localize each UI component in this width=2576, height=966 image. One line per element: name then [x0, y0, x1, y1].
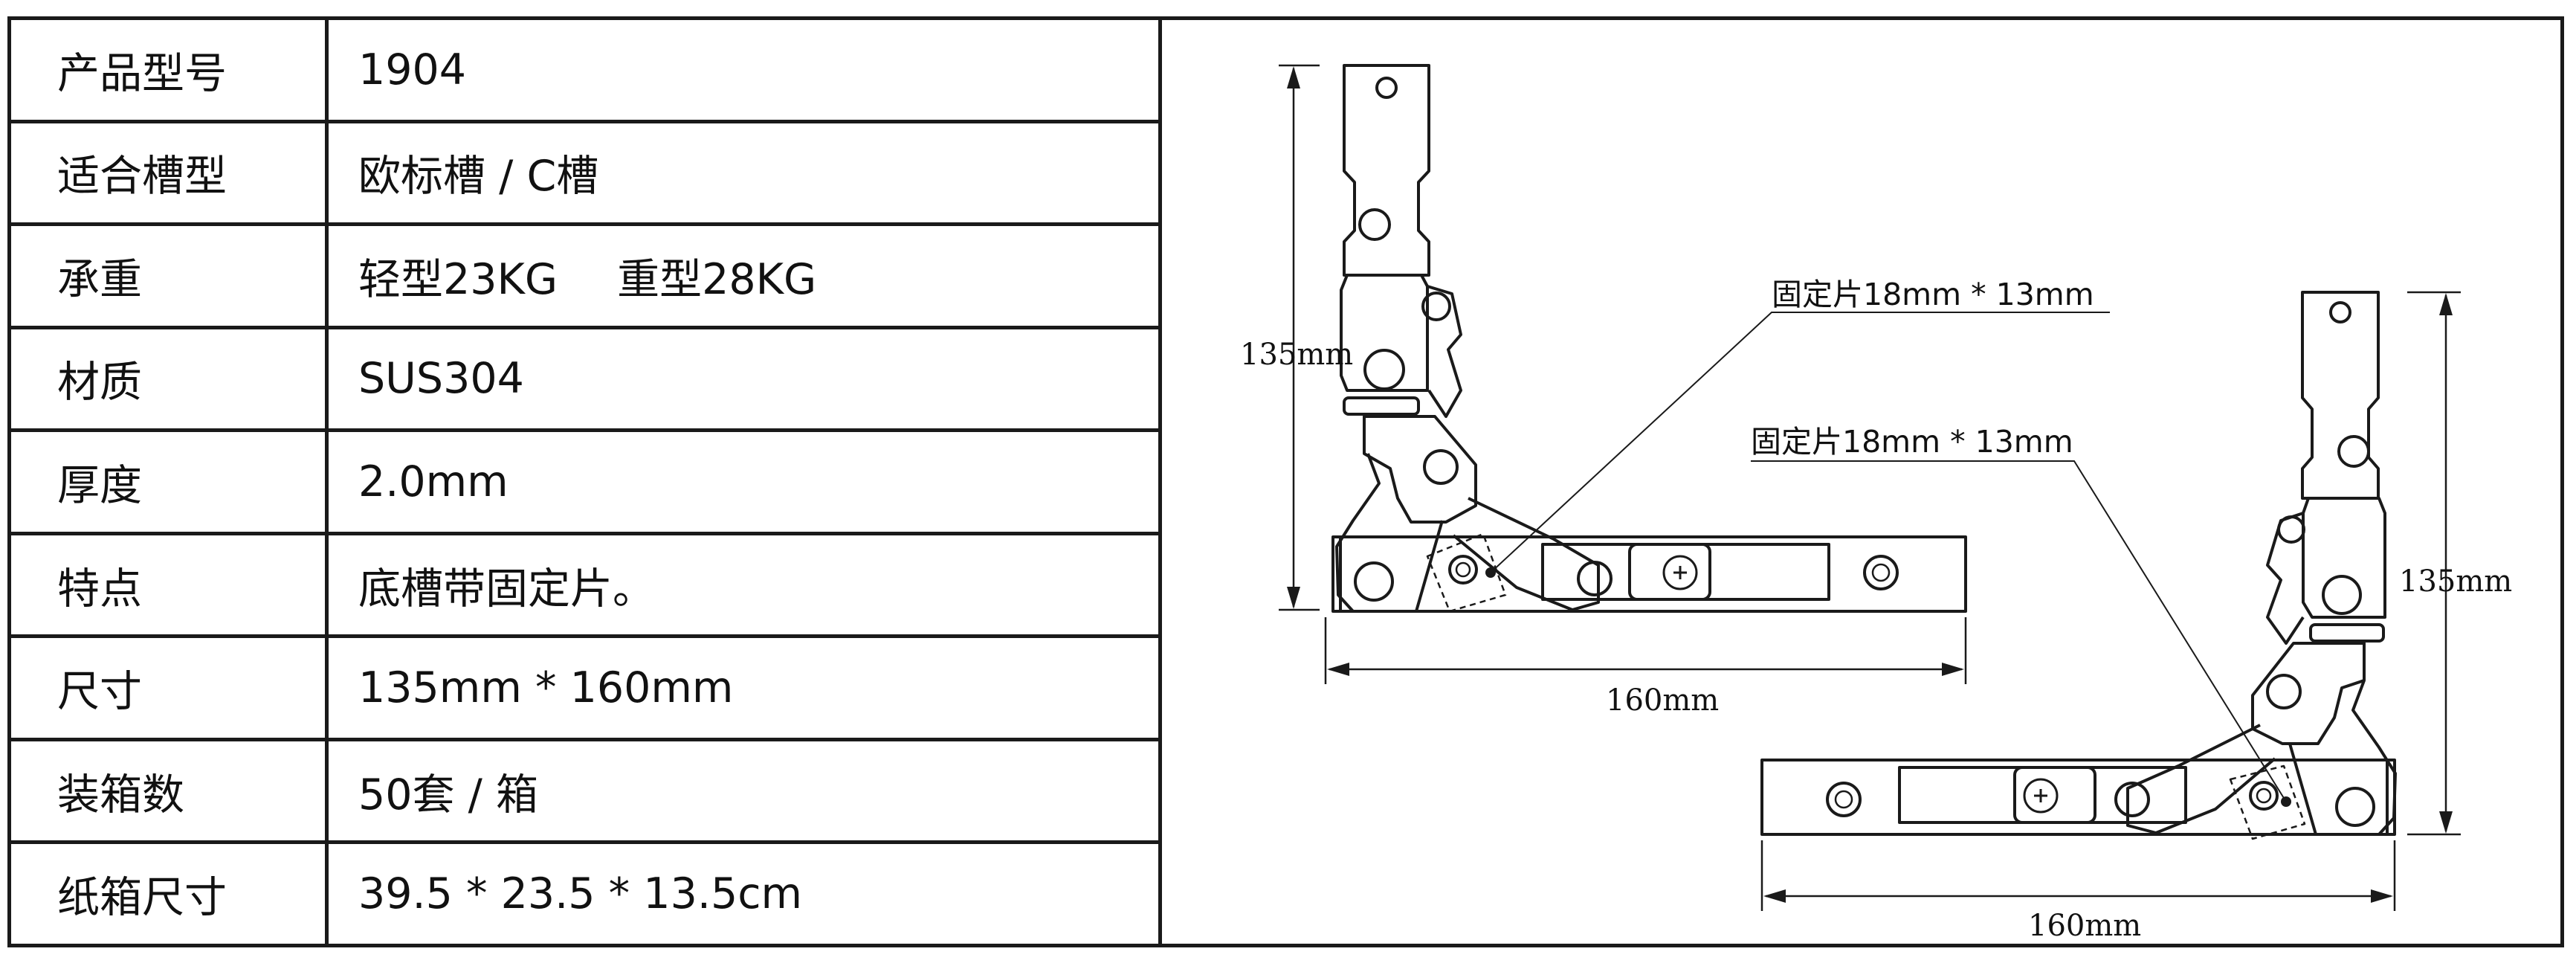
right-slider [2013, 766, 2096, 824]
spec-row-packing: 装箱数 50套 / 箱 [7, 737, 1162, 845]
spec-label: 装箱数 [7, 737, 329, 845]
left-top-arm [1343, 64, 1430, 277]
spec-value: 底槽带固定片。 [325, 531, 1162, 639]
spec-value: 50套 / 箱 [325, 737, 1162, 845]
left-slot-hole [1375, 77, 1398, 99]
spec-value: 39.5 * 23.5 * 13.5cm [325, 840, 1162, 947]
right-swing-pivot [2266, 674, 2302, 709]
right-dashed-fixing-plate [2229, 764, 2306, 840]
right-lower-pivot [2335, 787, 2375, 827]
right-height-dimension [2407, 291, 2461, 836]
left-hinge [1331, 64, 1967, 613]
spec-row-size: 尺寸 135mm * 160mm [7, 634, 1162, 741]
spec-value: SUS304 [325, 325, 1162, 433]
left-height-dimension [1279, 64, 1320, 611]
spec-row-carton-size: 纸箱尺寸 39.5 * 23.5 * 13.5cm [7, 840, 1162, 947]
spec-value: 135mm * 160mm [325, 634, 1162, 741]
left-fixing-plate-callout: 固定片18mm * 13mm [1772, 277, 2094, 312]
spec-row-material: 材质 SUS304 [7, 325, 1162, 433]
left-lower-pivot [1354, 561, 1394, 602]
left-link-pin [1577, 561, 1613, 596]
left-dashed-fixing-plate [1426, 532, 1507, 613]
spec-value-pair: 轻型23KG 重型28KG [325, 222, 1162, 329]
spec-label: 材质 [7, 325, 329, 433]
right-callout-leader [1751, 460, 2287, 802]
right-hinge [1760, 291, 2397, 840]
spec-row-model: 产品型号 1904 [7, 16, 1162, 123]
right-end-hole [1826, 782, 1862, 817]
right-swing-arm [2251, 642, 2366, 745]
right-width-label: 160mm [2028, 909, 2141, 943]
right-link [2126, 724, 2276, 834]
right-base-channel [1760, 759, 2396, 836]
spec-value: 2.0mm [325, 428, 1162, 535]
left-swing-pivot [1423, 449, 1459, 485]
spec-label: 承重 [7, 222, 329, 329]
left-base-channel [1331, 535, 1967, 613]
spec-value: 欧标槽 / C槽 [325, 119, 1162, 227]
right-arm-body [2302, 497, 2386, 619]
left-slider [1628, 543, 1711, 601]
left-link [1452, 497, 1600, 611]
spec-value: 1904 [325, 16, 1162, 123]
left-arm-body [1340, 274, 1429, 392]
left-swing-arm [1363, 415, 1477, 524]
technical-drawing-panel: 135mm 160mm 固定片18mm * 13mm [1158, 16, 2564, 947]
left-width-dimension [1324, 617, 1967, 684]
left-end-hole [1863, 555, 1899, 590]
left-folded-plate [1427, 285, 1462, 418]
spec-label: 产品型号 [7, 16, 329, 123]
left-collar [1343, 396, 1420, 416]
left-height-label: 135mm [1240, 338, 1353, 372]
right-arm-hole [2337, 435, 2370, 468]
left-arm-pivot [1363, 349, 1405, 390]
spec-value-heavy: 重型28KG [617, 254, 817, 304]
right-fixing-plate-callout: 固定片18mm * 13mm [1751, 424, 2073, 460]
left-arm-hole [1358, 208, 1391, 241]
spec-row-load: 承重 轻型23KG 重型28KG [7, 222, 1162, 329]
left-width-label: 160mm [1606, 683, 1719, 718]
spec-label: 厚度 [7, 428, 329, 535]
spec-row-slot-type: 适合槽型 欧标槽 / C槽 [7, 119, 1162, 227]
right-folded-plate [2266, 512, 2305, 645]
left-plate-rivet [1421, 292, 1451, 321]
right-width-dimension [1760, 840, 2396, 911]
spec-label: 尺寸 [7, 634, 329, 741]
right-lower-bracket [2288, 680, 2397, 836]
right-arm-pivot [2322, 575, 2362, 615]
right-height-label: 135mm [2399, 564, 2512, 599]
right-collar [2309, 623, 2385, 643]
spec-row-thickness: 厚度 2.0mm [7, 428, 1162, 535]
spec-value-light: 轻型23KG [358, 254, 558, 304]
spec-label: 适合槽型 [7, 119, 329, 227]
left-screw-head [1662, 555, 1698, 590]
right-plate-rivet [2277, 515, 2305, 544]
spec-label: 特点 [7, 531, 329, 639]
spec-row-feature: 特点 底槽带固定片。 [7, 531, 1162, 639]
right-link-pin [2114, 782, 2150, 817]
left-callout-leader [1490, 312, 2110, 573]
spec-label: 纸箱尺寸 [7, 840, 329, 947]
right-slot-hole [2329, 301, 2351, 323]
right-screw-head [2023, 778, 2059, 814]
hinge-technical-drawing: 135mm 160mm 固定片18mm * 13mm [1240, 64, 2512, 943]
